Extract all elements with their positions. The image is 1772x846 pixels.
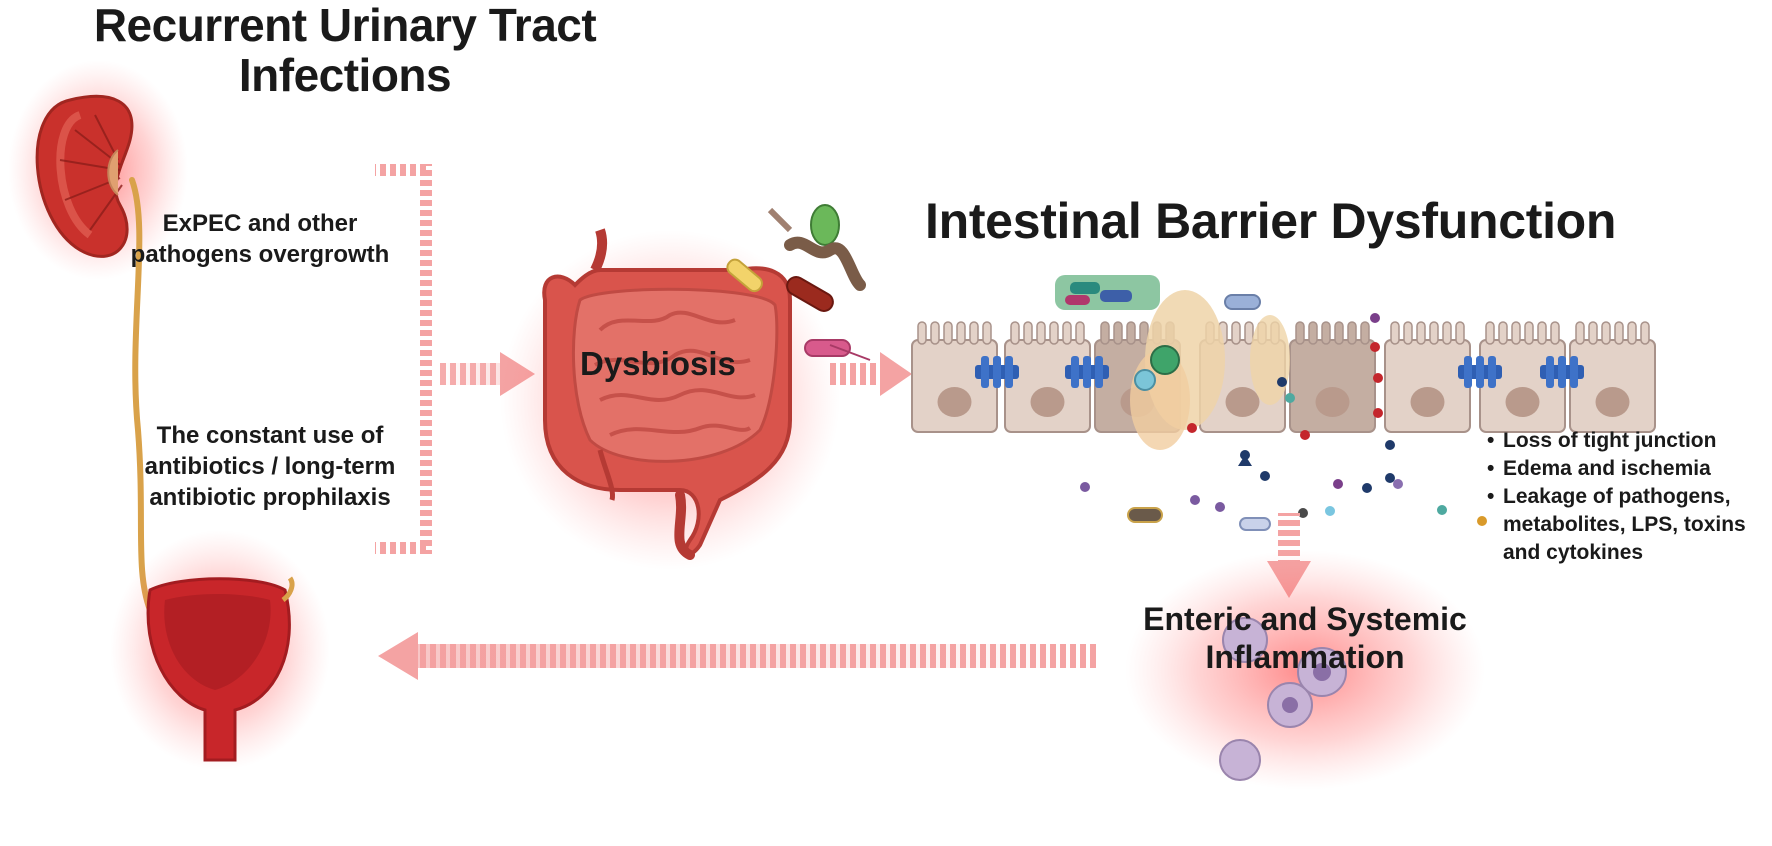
tight-junction [1540, 356, 1584, 388]
uti-title: Recurrent Urinary Tract Infections [93, 0, 597, 101]
leaked-particle [1187, 423, 1197, 433]
leaked-particle [1277, 377, 1287, 387]
leaked-particle [1370, 313, 1380, 323]
leaked-particle [1437, 505, 1447, 515]
ureter-icon [129, 177, 153, 613]
leakage-particles [1080, 313, 1487, 531]
leaked-particle [1370, 342, 1380, 352]
leaked-particle [1298, 508, 1308, 518]
inflammation-label: Enteric and Systemic Inflammation [1143, 601, 1467, 675]
leaked-particle [1080, 482, 1090, 492]
leaked-bacterium [1239, 517, 1271, 531]
list-item: Loss of tight junction [1487, 427, 1746, 455]
leaked-particle [1373, 373, 1383, 383]
leaked-particle [1300, 430, 1310, 440]
tight-junction [975, 356, 1019, 388]
leaked-particle [1325, 506, 1335, 516]
kidney-icon [8, 60, 188, 280]
leaked-particle [1477, 516, 1487, 526]
leaked-particle [1260, 471, 1270, 481]
epithelial-cell [911, 321, 998, 433]
leaked-particle [1215, 502, 1225, 512]
list-item: Edema and ischemia [1487, 455, 1746, 483]
epithelial-cell-icon [911, 321, 1656, 433]
epithelial-cell [1384, 321, 1471, 433]
intestine-icon [500, 228, 840, 570]
leaked-particle [1333, 479, 1343, 489]
epithelial-cell [1289, 321, 1376, 433]
arrow-to-uti [378, 632, 1098, 680]
leaked-bacterium [1127, 507, 1163, 523]
leaked-particle [1373, 408, 1383, 418]
bladder-icon [110, 530, 330, 770]
leaked-particle [1393, 479, 1403, 489]
leaked-particle [1385, 440, 1395, 450]
tight-junction [1065, 356, 1109, 388]
leaked-particle [1238, 455, 1252, 466]
arrow-to-barrier [830, 352, 912, 396]
epithelial-cell [1569, 321, 1656, 433]
leaked-particle [1190, 495, 1200, 505]
inflammation-glow [1125, 550, 1485, 790]
barrier-dysfunction-title: Intestinal Barrier Dysfunction [925, 193, 1617, 249]
leaked-particle [1362, 483, 1372, 493]
tight-junction [1458, 356, 1502, 388]
epithelial-cell [1479, 321, 1566, 433]
leaked-particle [1385, 473, 1395, 483]
bacteria-icon [726, 204, 871, 361]
epithelial-cell [1004, 321, 1091, 433]
dashed-bracket [375, 164, 432, 554]
list-item: Leakage of pathogens, metabolites, LPS, … [1487, 483, 1746, 567]
dysbiosis-label: Dysbiosis [580, 345, 736, 382]
leaked-particle [1285, 393, 1295, 403]
pathogen-overgrowth-label: ExPEC and other pathogens overgrowth [130, 210, 390, 268]
barrier-effects-list: Loss of tight junction Edema and ischemi… [1487, 427, 1746, 567]
tight-junction-icon [975, 356, 1584, 388]
antibiotics-label: The constant use of antibiotics / long-t… [144, 422, 396, 511]
